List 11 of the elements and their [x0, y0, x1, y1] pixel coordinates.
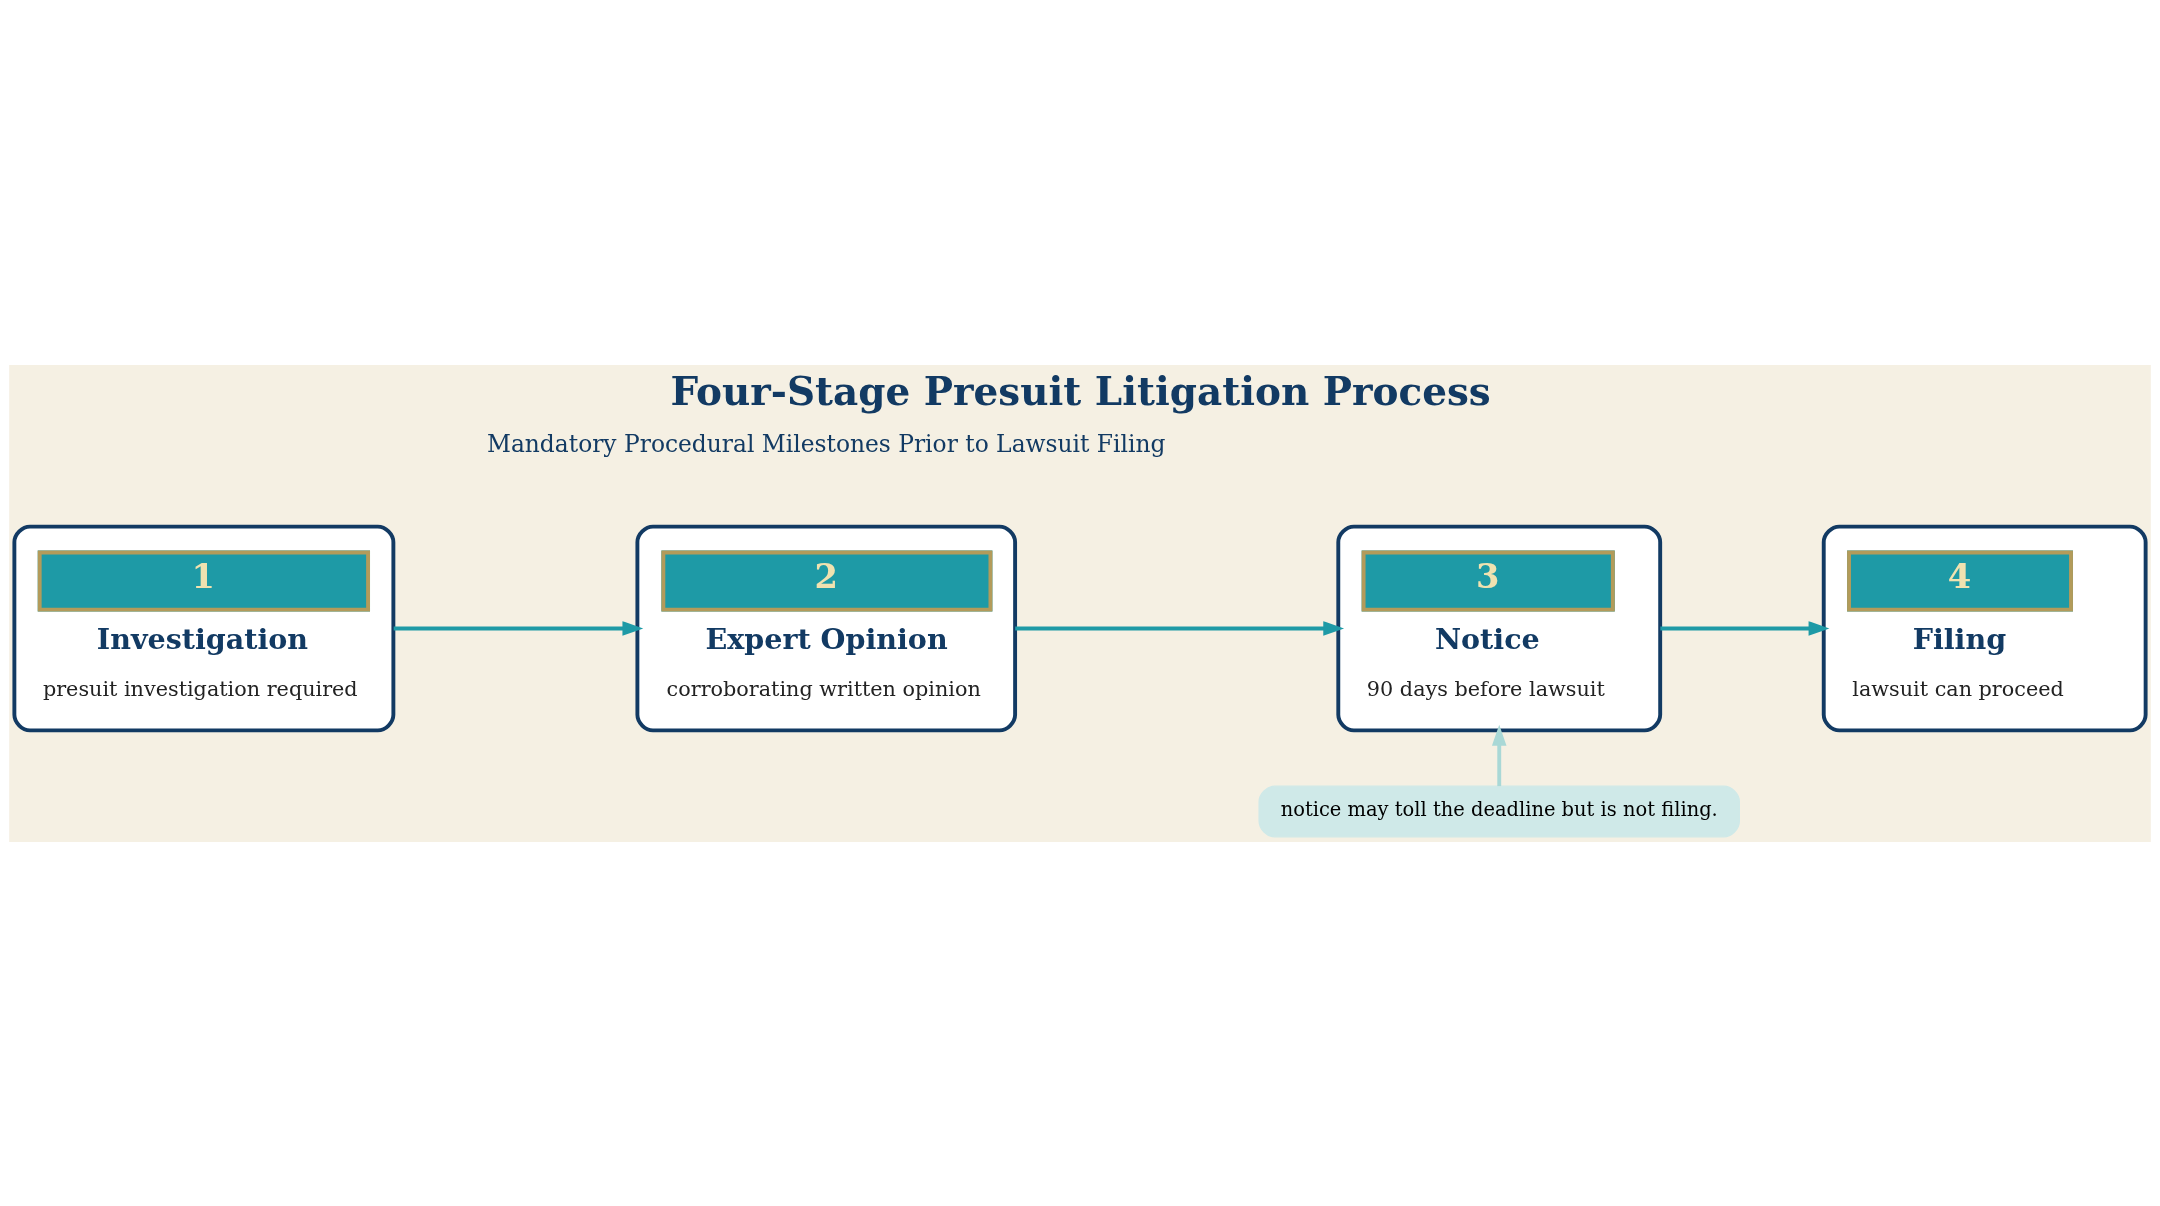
- arrow: [1491, 724, 1507, 786]
- node-box: 4 Filing lawsuit can proceed: [1821, 524, 2148, 732]
- label: Mandatory Procedural Milestones Prior to Lawsuit Filing: [486, 429, 1166, 458]
- node-box: 2 Expert Opinion corroborating written opinion: [635, 524, 1018, 732]
- node-box: notice may toll the deadline but is not filing.: [1258, 785, 1740, 837]
- arrow: [1660, 620, 1830, 636]
- diagram-title: Four-Stage Presuit Litigation Process: [670, 367, 1491, 414]
- arrow: [393, 620, 644, 636]
- node-box: 1 Investigation presuit investigation required: [12, 524, 396, 732]
- node-box: 3 Notice 90 days before lawsuit: [1336, 524, 1663, 732]
- arrow: [1015, 620, 1345, 636]
